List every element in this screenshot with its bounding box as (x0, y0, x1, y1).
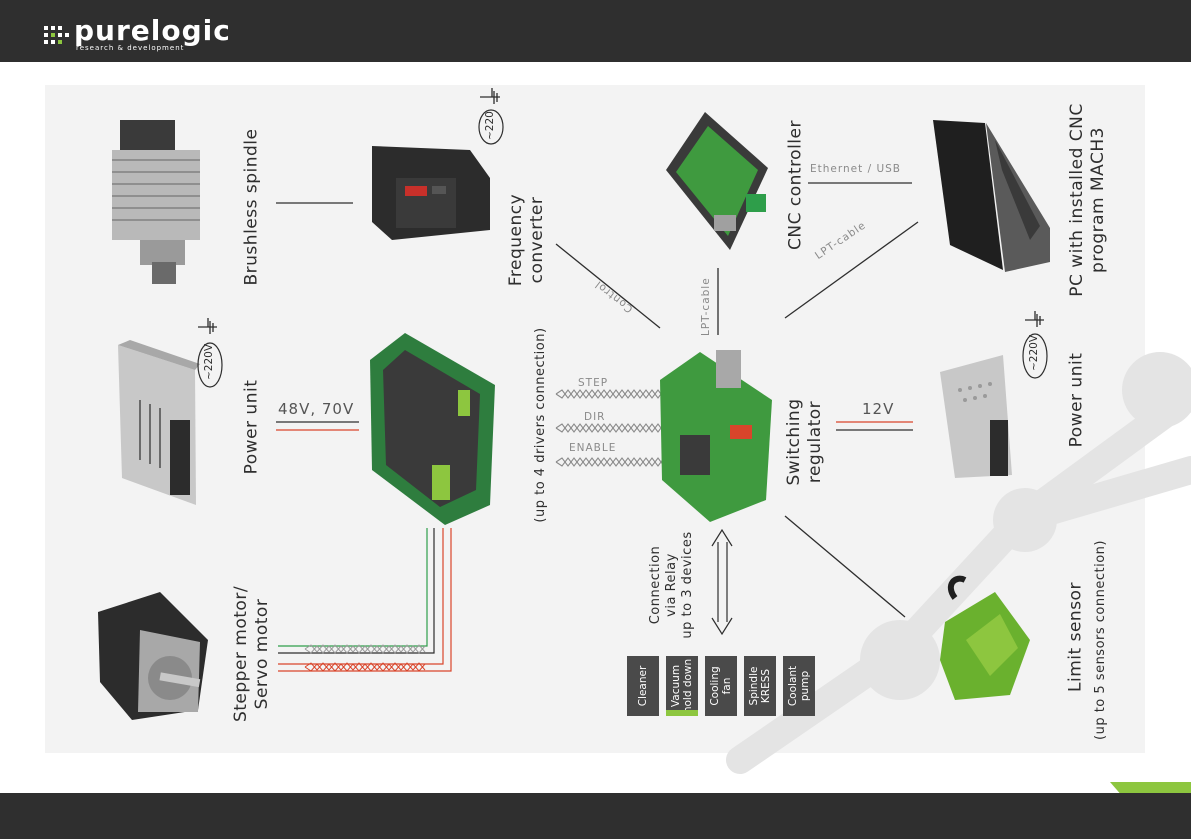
relay-device-spindle-kress: Spindle KRESS (744, 656, 776, 716)
relay-device-coolant-pump: Coolant pump (783, 656, 815, 716)
brand-logo: purelogic (74, 14, 231, 47)
label-power-input-right: ~220V (1028, 334, 1040, 371)
line-limit-sensor (784, 515, 906, 618)
spindle-image (112, 120, 200, 284)
label-pc: PC with installed CNC program MACH3 (1067, 103, 1108, 297)
label-power-unit-right: Power unit (1066, 352, 1087, 448)
label-enable: ENABLE (569, 442, 617, 454)
stepper-driver-image (370, 333, 495, 525)
header-bar: purelogic research & development (0, 0, 1191, 62)
label-frequency-converter: Frequency converter (506, 193, 547, 287)
breakout-board-image (660, 350, 772, 522)
motor-twisted-section (304, 644, 426, 672)
ground-icon-left (198, 318, 217, 334)
label-power-unit-left: Power unit (241, 379, 262, 475)
label-limit-sensor: Limit sensor (1065, 582, 1086, 692)
label-step: STEP (578, 377, 609, 389)
line-lpt-diagonal (784, 221, 919, 319)
label-relay-connection: Connection via Relay up to 3 devices (648, 531, 695, 639)
relay-device-label: Cleaner (637, 665, 649, 707)
label-ethernet-usb: Ethernet / USB (810, 163, 901, 175)
limit-sensor-image (940, 575, 1030, 700)
power-input-circle (478, 109, 504, 145)
line-control (555, 243, 661, 329)
motor-cables (278, 528, 452, 672)
relay-device-label: Spindle KRESS (748, 666, 772, 706)
relay-device-cooling-fan: Cooling fan (705, 656, 737, 716)
label-voltage-12: 12V (862, 400, 895, 418)
label-cnc-controller: CNC controller (785, 120, 806, 250)
relay-device-vacuum: Vacuum hold down (666, 656, 698, 716)
ground-icon (480, 88, 500, 104)
power-input-circle-left (197, 342, 223, 388)
brand-tagline: research & development (76, 44, 185, 52)
relay-double-arrow (711, 528, 733, 636)
ground-icon-right (1025, 311, 1044, 327)
frequency-converter-image (372, 146, 490, 240)
cnc-controller-image (666, 112, 768, 250)
power-input-circle-right (1022, 333, 1048, 379)
accent-bar (666, 710, 698, 716)
relay-device-label: Coolant pump (787, 665, 811, 707)
laptop-image (933, 120, 1050, 272)
relay-device-label: Vacuum hold down (670, 658, 694, 714)
label-power-input-left: ~220V (203, 343, 215, 380)
label-power-input-converter: ~220 (484, 111, 496, 140)
relay-device-label: Cooling fan (709, 666, 733, 706)
label-limit-sensor-note: (up to 5 sensors connection) (1093, 540, 1108, 740)
label-stepper-motor: Stepper motor/ Servo motor (231, 585, 272, 723)
label-brushless-spindle: Brushless spindle (241, 128, 262, 286)
label-switching-regulator: Switching regulator (784, 398, 825, 486)
label-drivers-note: (up to 4 drivers connection) (533, 327, 548, 523)
stepper-motor-image (98, 592, 208, 720)
logo-grid-icon (44, 26, 69, 44)
label-voltage-48-70: 48V, 70V (278, 400, 355, 418)
relay-device-cleaner: Cleaner (627, 656, 659, 716)
label-lpt-cable-vertical: LPT-cable (700, 277, 712, 336)
power-unit-left-image (118, 340, 200, 505)
label-dir: DIR (584, 411, 606, 423)
power-unit-right-image (940, 355, 1012, 478)
footer-bar (0, 793, 1191, 839)
